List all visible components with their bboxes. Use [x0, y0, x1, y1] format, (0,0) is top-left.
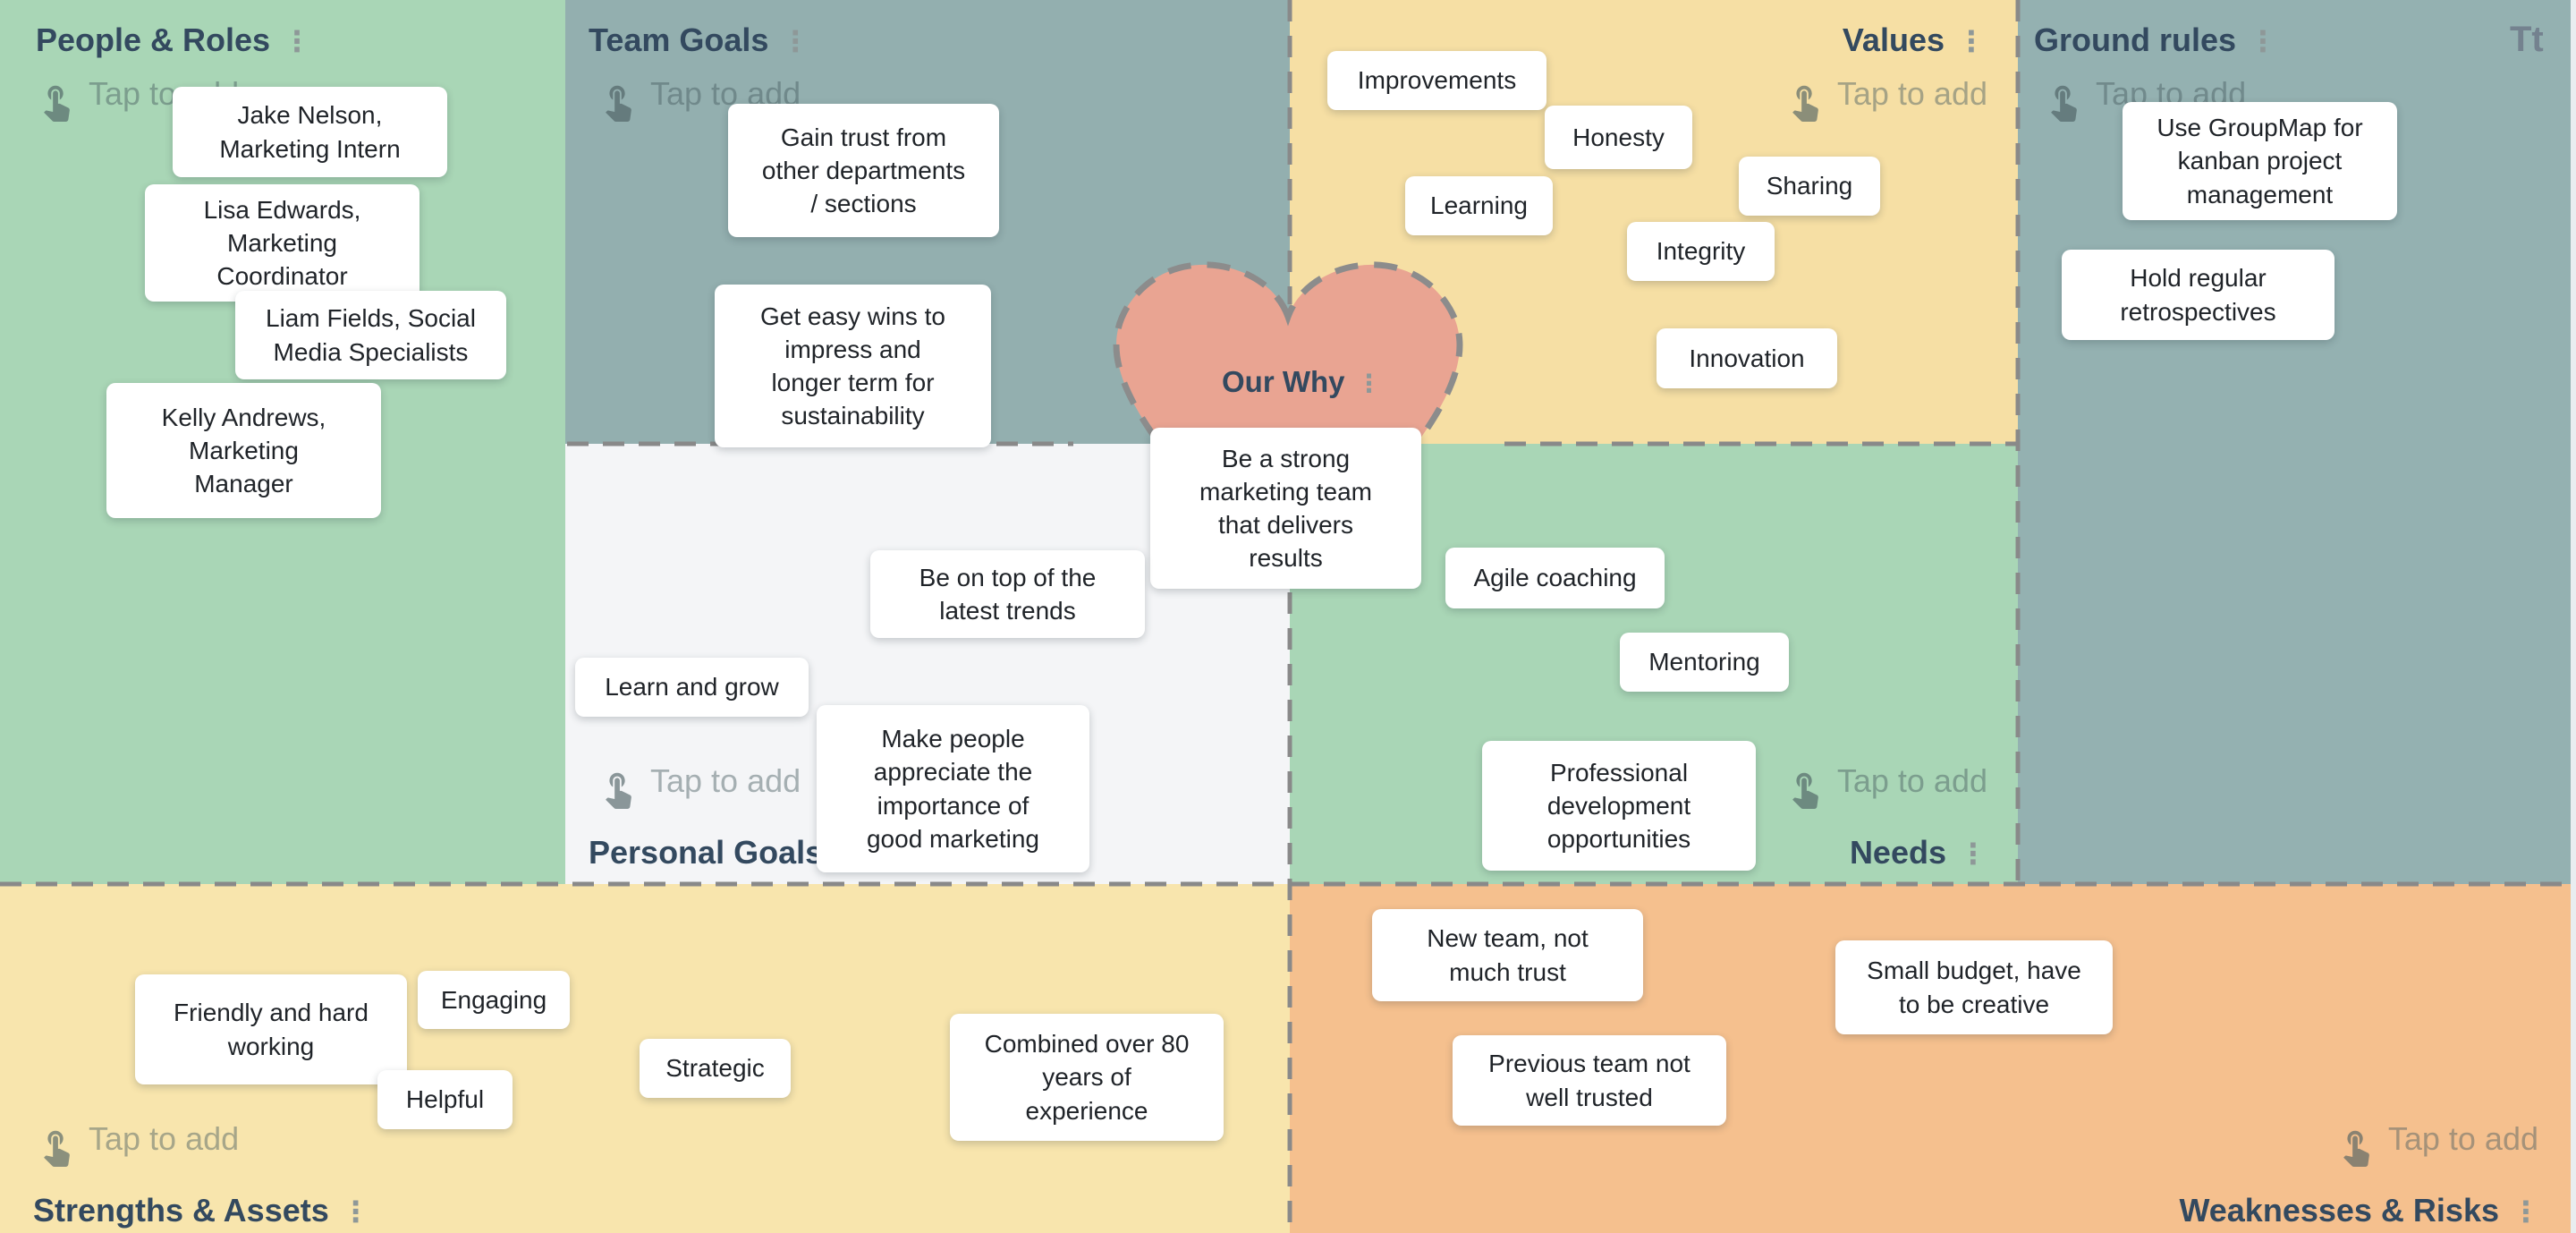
section-title-label: Ground rules — [2034, 21, 2237, 58]
tap-to-add-label: Tap to add — [2387, 1120, 2538, 1157]
note-card[interactable]: Sharing — [1739, 157, 1880, 216]
note-card[interactable]: Agile coaching — [1445, 548, 1665, 608]
note-card[interactable]: Be on top of the latest trends — [870, 550, 1145, 638]
note-card[interactable]: Gain trust from other departments / sect… — [728, 104, 999, 237]
section-title-label: Team Goals — [589, 21, 769, 58]
note-card[interactable]: Make people appreciate the importance of… — [817, 705, 1089, 872]
section-title-needs: Needs — [1850, 834, 1987, 872]
section-menu-icon[interactable] — [342, 1194, 370, 1229]
tap-icon — [1792, 772, 1818, 809]
note-card[interactable]: Be a strong marketing team that delivers… — [1150, 428, 1421, 589]
note-card[interactable]: Helpful — [377, 1070, 513, 1129]
tap-to-add-needs[interactable]: Tap to add — [1784, 762, 1987, 809]
section-title-personal-goals: Personal Goals — [589, 834, 864, 872]
note-card[interactable]: Hold regular retrospectives — [2062, 250, 2334, 340]
tap-to-add-personal-goals[interactable]: Tap to add — [597, 762, 801, 809]
tap-icon — [606, 772, 631, 809]
section-menu-icon[interactable] — [283, 23, 311, 59]
note-card[interactable]: New team, not much trust — [1372, 909, 1643, 1001]
section-menu-icon[interactable] — [1959, 836, 1987, 872]
tap-to-add-label: Tap to add — [1836, 75, 1987, 112]
section-title-team-goals: Team Goals — [589, 21, 809, 59]
note-card[interactable]: Engaging — [418, 971, 570, 1029]
canvas-right-edge — [2571, 0, 2576, 1233]
section-title-label: Weaknesses & Risks — [2179, 1192, 2499, 1229]
note-card[interactable]: Get easy wins to impress and longer term… — [715, 285, 991, 447]
tap-to-add-weaknesses-risks[interactable]: Tap to add — [2335, 1120, 2538, 1167]
tap-icon — [2343, 1130, 2369, 1167]
section-menu-icon[interactable] — [2249, 23, 2277, 59]
tap-icon — [606, 85, 631, 122]
tap-to-add-label: Tap to add — [89, 1120, 240, 1157]
section-menu-icon[interactable] — [781, 23, 809, 59]
note-card[interactable]: Mentoring — [1620, 633, 1789, 692]
section-menu-icon[interactable] — [1957, 23, 1986, 59]
note-card[interactable]: Combined over 80 years of experience — [950, 1014, 1224, 1141]
note-card[interactable]: Use GroupMap for kanban project manageme… — [2123, 102, 2397, 220]
tap-icon — [2051, 85, 2077, 122]
section-title-label: Personal Goals — [589, 834, 824, 871]
note-card[interactable]: Improvements — [1327, 51, 1546, 110]
tap-to-add-values[interactable]: Tap to add — [1784, 75, 1987, 122]
text-size-tool-icon[interactable]: Tt — [2510, 20, 2544, 59]
note-card[interactable]: Small budget, have to be creative — [1835, 940, 2113, 1034]
tap-icon — [44, 85, 70, 122]
section-menu-icon[interactable] — [2512, 1194, 2540, 1229]
section-title-label: Values — [1842, 21, 1945, 58]
section-title-weaknesses-risks: Weaknesses & Risks — [2179, 1192, 2540, 1229]
note-card[interactable]: Innovation — [1657, 328, 1837, 388]
section-title-label: People & Roles — [36, 21, 271, 58]
tap-to-add-label: Tap to add — [1836, 762, 1987, 799]
section-title-label: Our Why — [1222, 365, 1345, 398]
note-card[interactable]: Jake Nelson, Marketing Intern — [173, 87, 447, 177]
section-title-label: Strengths & Assets — [33, 1192, 329, 1229]
section-title-values: Values — [1843, 21, 1986, 59]
our-why-heart — [1113, 261, 1463, 590]
section-menu-icon[interactable] — [1357, 366, 1382, 402]
note-card[interactable]: Lisa Edwards, Marketing Coordinator — [145, 184, 419, 302]
section-title-our-why: Our Why — [1222, 365, 1382, 401]
note-card[interactable]: Honesty — [1545, 106, 1692, 169]
note-card[interactable]: Kelly Andrews, Marketing Manager — [106, 383, 381, 518]
note-card[interactable]: Integrity — [1627, 222, 1775, 281]
tap-icon — [1792, 85, 1818, 122]
tap-to-add-strengths-assets[interactable]: Tap to add — [36, 1120, 239, 1167]
tap-to-add-label: Tap to add — [650, 762, 801, 799]
note-card[interactable]: Learn and grow — [575, 658, 809, 717]
section-title-label: Needs — [1849, 834, 1946, 871]
note-card[interactable]: Friendly and hard working — [135, 974, 407, 1084]
note-card[interactable]: Liam Fields, Social Media Specialists — [235, 291, 506, 379]
tap-icon — [44, 1130, 70, 1167]
note-card[interactable]: Learning — [1405, 176, 1553, 235]
note-card[interactable]: Professional development opportunities — [1482, 741, 1756, 871]
note-card[interactable]: Strategic — [640, 1039, 791, 1098]
note-card[interactable]: Previous team not well trusted — [1453, 1035, 1726, 1126]
section-title-people-roles: People & Roles — [36, 21, 311, 59]
section-title-ground-rules: Ground rules — [2034, 21, 2277, 59]
section-title-strengths-assets: Strengths & Assets — [33, 1192, 370, 1229]
